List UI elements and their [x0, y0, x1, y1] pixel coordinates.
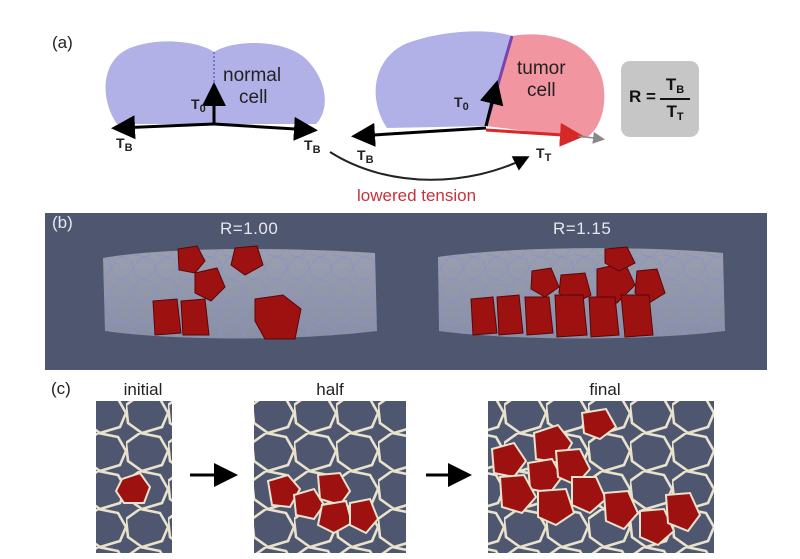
formula-lhs: R = — [629, 87, 656, 106]
tb-label-right: TB — [304, 137, 321, 156]
tumor-cell — [486, 34, 605, 138]
formula-fraction: TB TT — [660, 75, 690, 123]
panel-c-svg — [96, 401, 714, 553]
normal-cell-2 — [375, 31, 512, 129]
t0-label-tumor: T0 — [454, 94, 469, 113]
panel-b-label: (b) — [52, 213, 73, 232]
panel-b-svg — [103, 245, 725, 340]
tumor-cells-half — [266, 471, 380, 535]
tumor-cells-right — [470, 246, 666, 338]
tumor-cells-final — [490, 407, 702, 547]
lowered-tension-arrow — [329, 151, 530, 181]
tb-label-tumor-pair: TB — [357, 147, 374, 166]
panel-b-right-title: R=1.15 — [553, 219, 612, 238]
formula-box: R = TB TT — [621, 61, 699, 137]
tb-label-left: TB — [116, 135, 133, 154]
stage-initial-label: initial — [123, 380, 163, 399]
stage-final-label: final — [589, 380, 621, 399]
normal-cell-right-lobe — [214, 42, 325, 124]
normal-cell-left-lobe — [105, 41, 214, 125]
tumor-cell-initial — [114, 471, 152, 504]
lowered-tension-caption: lowered tension — [357, 186, 477, 205]
stage-half-label: half — [316, 380, 344, 399]
panel-b-tissue-render: R=1.00 R=1.15 — [45, 213, 767, 370]
panel-a-diagram — [105, 31, 605, 181]
tumor-cells-left — [152, 245, 302, 340]
panel-c-label: (c) — [51, 379, 71, 398]
t0-label-normal: T0 — [191, 96, 206, 115]
panel-a-label: (a) — [52, 33, 73, 52]
panel-b-left-title: R=1.00 — [220, 219, 279, 238]
tt-label: TT — [536, 145, 552, 164]
